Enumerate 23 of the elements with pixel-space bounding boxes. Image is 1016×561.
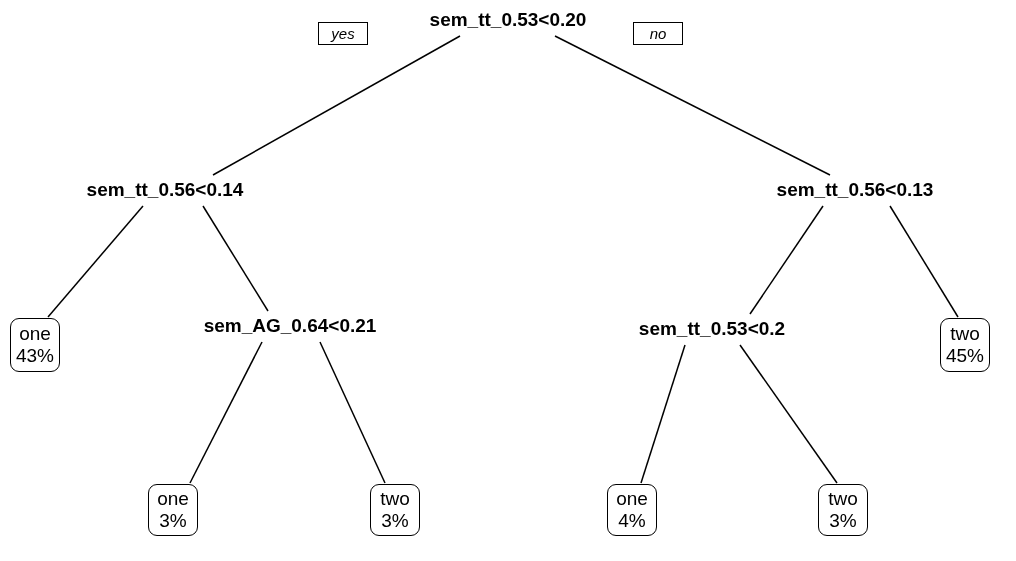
tree-branch-line: [212, 35, 461, 176]
branch-tag-box: yes: [318, 22, 368, 45]
leaf-node-box: one 4%: [607, 484, 657, 536]
split-condition: sem_tt_0.56<0.14: [55, 176, 275, 204]
leaf-node-box: one 3%: [148, 484, 198, 536]
split-condition: sem_tt_0.53<0.2: [602, 315, 822, 343]
split-condition: sem_tt_0.53<0.20: [398, 6, 618, 34]
leaf-node-box: two 3%: [370, 484, 420, 536]
branch-tag-box: no: [633, 22, 683, 45]
split-condition: sem_AG_0.64<0.21: [180, 312, 400, 340]
tree-branch-line: [319, 341, 386, 484]
leaf-node-box: two 3%: [818, 484, 868, 536]
tree-branch-line: [739, 344, 838, 484]
tree-branch-line: [202, 205, 269, 312]
split-condition: sem_tt_0.56<0.13: [745, 176, 965, 204]
tree-branch-line: [47, 205, 144, 318]
tree-branch-line: [889, 205, 959, 318]
leaf-node-box: one 43%: [10, 318, 60, 372]
tree-branch-line: [640, 344, 686, 484]
leaf-node-box: two 45%: [940, 318, 990, 372]
tree-branch-line: [189, 341, 263, 484]
tree-branch-line: [554, 35, 831, 176]
tree-branch-line: [749, 205, 824, 315]
